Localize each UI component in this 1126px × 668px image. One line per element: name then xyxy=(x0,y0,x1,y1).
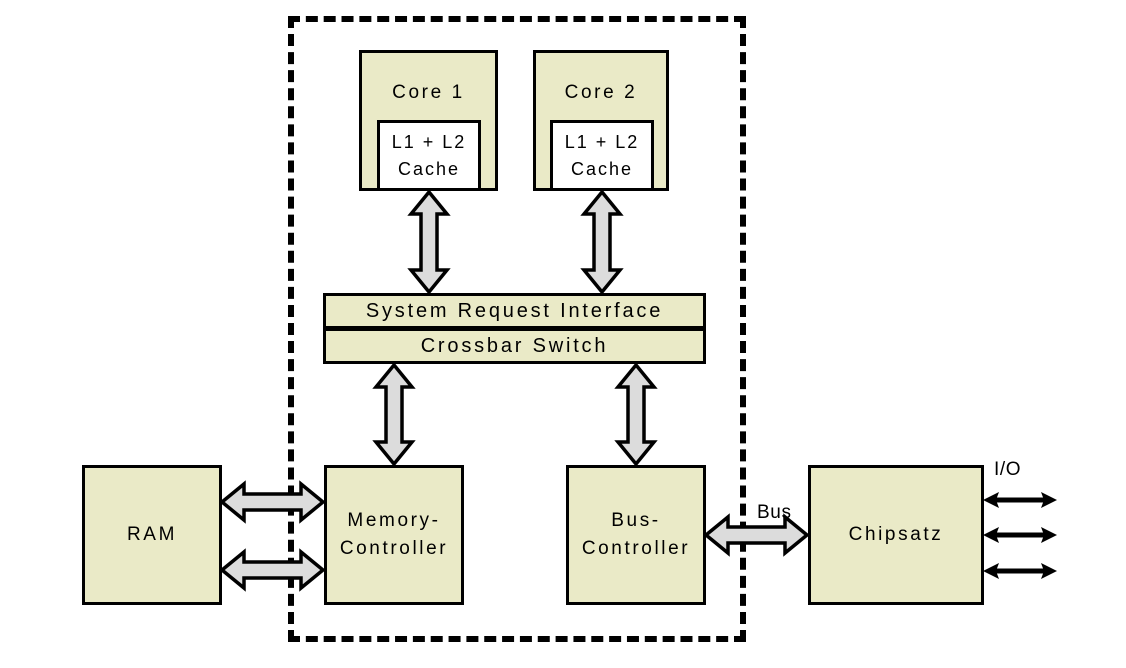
block-core-1-cache-label: L1 + L2 Cache xyxy=(391,132,467,179)
block-bus-controller-label: Bus- Controller xyxy=(581,510,691,559)
connector-crossbar-to-bus-controller xyxy=(614,362,658,467)
connector-core1-to-sri xyxy=(407,189,451,295)
block-system-request-interface[interactable]: System Request Interface xyxy=(323,293,706,329)
block-memory-controller-label: Memory- Controller xyxy=(339,510,449,559)
block-crossbar-switch[interactable]: Crossbar Switch xyxy=(323,328,706,364)
block-ram-label: RAM xyxy=(126,524,178,546)
connector-chipset-io-2 xyxy=(983,527,1057,543)
connector-chipset-io-3 xyxy=(983,563,1057,579)
block-core-1-label: Core 1 xyxy=(392,82,465,103)
block-memory-controller[interactable]: Memory- Controller xyxy=(324,465,464,605)
block-core-2-label: Core 2 xyxy=(564,82,638,103)
connector-crossbar-to-memory-controller xyxy=(372,362,416,467)
connector-chipset-io-1 xyxy=(983,492,1057,508)
bus-label: Bus xyxy=(757,502,792,523)
io-label: I/O xyxy=(994,459,1022,480)
block-core-2-cache-label: L1 + L2 Cache xyxy=(564,132,640,179)
block-chipset-label: Chipsatz xyxy=(848,524,944,546)
block-core-2-cache[interactable]: L1 + L2 Cache xyxy=(550,120,654,191)
block-ram[interactable]: RAM xyxy=(82,465,222,605)
block-bus-controller[interactable]: Bus- Controller xyxy=(566,465,706,605)
connector-core2-to-sri xyxy=(580,189,624,295)
block-chipset[interactable]: Chipsatz xyxy=(808,465,984,605)
connector-ram-to-memory-controller-lower xyxy=(219,548,326,592)
block-core-1-cache[interactable]: L1 + L2 Cache xyxy=(377,120,481,191)
block-system-request-interface-label: System Request Interface xyxy=(365,299,664,322)
block-crossbar-switch-label: Crossbar Switch xyxy=(420,334,609,357)
connector-ram-to-memory-controller-upper xyxy=(219,480,326,524)
connector-bus-controller-to-chipset xyxy=(703,513,810,557)
